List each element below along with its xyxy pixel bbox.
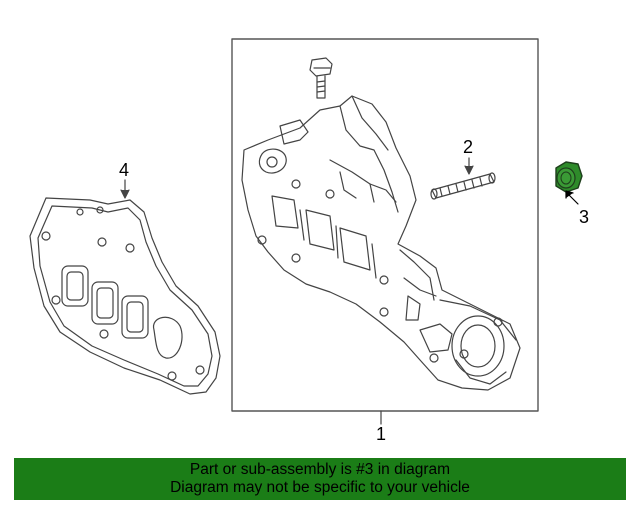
manifold-nut-highlighted[interactable]	[555, 161, 583, 193]
callout-part-3: 3	[579, 207, 590, 227]
leader-arrow-2	[464, 165, 474, 175]
banner-line-disclaimer: Diagram may not be specific to your vehi…	[170, 479, 470, 496]
leader-line-3	[567, 193, 579, 205]
callout-part-1: 1	[376, 424, 387, 444]
callout-part-4: 4	[119, 160, 130, 180]
leader-arrow-3	[565, 190, 574, 199]
manifold-stud[interactable]	[430, 172, 496, 200]
exhaust-manifold[interactable]	[241, 95, 521, 391]
callout-part-2: 2	[463, 137, 474, 157]
assembly-box	[231, 38, 539, 412]
banner-line-part-number: Part or sub-assembly is #3 in diagram	[189, 461, 451, 478]
leader-arrow-4	[120, 189, 130, 199]
manifold-bolt[interactable]	[309, 57, 333, 99]
part-notice-banner: Part or sub-assembly is #3 in diagram Di…	[14, 458, 626, 500]
manifold-gasket[interactable]	[29, 197, 221, 395]
